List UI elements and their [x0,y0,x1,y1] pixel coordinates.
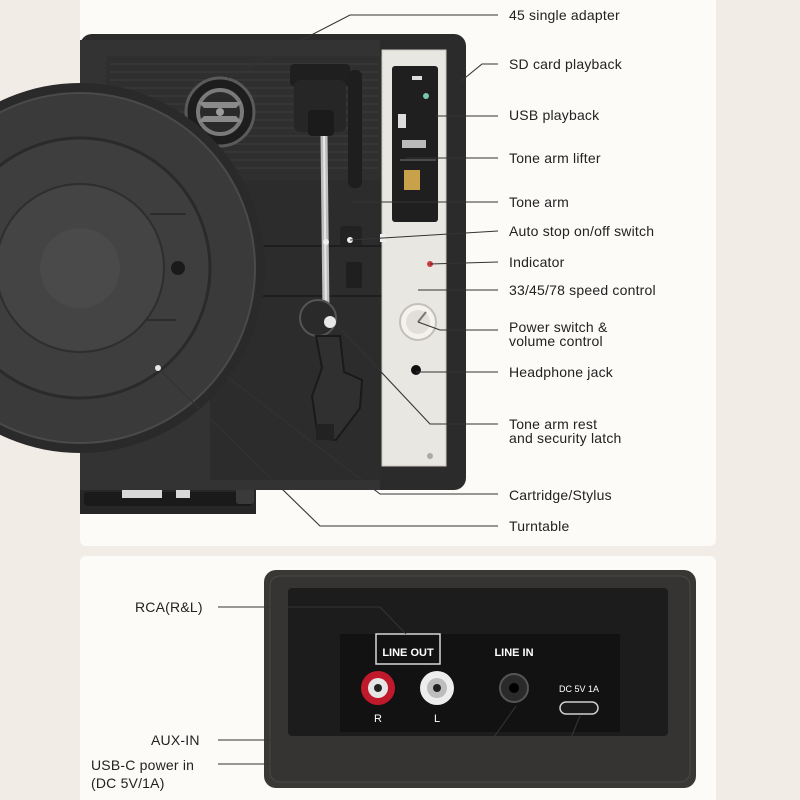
callout-auto-stop-switch: Auto stop on/off switch [509,223,655,239]
cartridge [310,335,364,442]
line-out-label: LINE OUT [382,647,434,659]
callout-cartridge-stylus: Cartridge/Stylus [509,487,612,503]
usb-c-port [559,701,599,715]
lifter-latch [340,226,362,288]
callout-usb-c-power: USB-C power in (DC 5V/1A) [91,756,194,792]
dc-label: DC 5V 1A [559,684,599,694]
adapter-45 [184,76,256,148]
top-leaders [159,14,499,527]
callout-headphone-jack: Headphone jack [509,364,613,380]
callout-sd-card-playback: SD card playback [509,56,622,72]
tone-arm [290,64,362,337]
callout-rest-line2: and security latch [509,430,622,446]
callout-rest-line1: Tone arm rest [509,416,598,432]
right-channel-label: R [374,713,382,725]
callout-tone-arm-lifter: Tone arm lifter [509,150,601,166]
callout-power-line2: volume control [509,333,603,349]
callout-usbc-line2: (DC 5V/1A) [91,775,165,791]
rca-jack-red [361,671,395,705]
back-panel-labels: LINE OUT LINE IN DC 5V 1A R L [374,647,599,725]
callout-power-volume: Power switch & volume control [509,320,608,348]
left-channel-label: L [434,713,440,725]
callout-rca: RCA(R&L) [135,599,203,615]
bottom-leaders [218,606,581,765]
callout-usbc-line1: USB-C power in [91,757,195,773]
back-panel [264,570,696,788]
callout-power-line1: Power switch & [509,319,608,335]
callout-turntable: Turntable [509,518,570,534]
callout-aux-in: AUX-IN [151,732,200,748]
aux-jack [499,673,529,703]
callout-45-single-adapter: 45 single adapter [509,7,620,23]
callout-usb-playback: USB playback [509,107,600,123]
callout-indicator: Indicator [509,254,565,270]
callout-speed-control: 33/45/78 speed control [509,282,656,298]
callout-tone-arm-rest: Tone arm rest and security latch [509,417,622,445]
rca-jack-white [420,671,454,705]
turntable-platter [0,83,265,453]
callout-tone-arm: Tone arm [509,194,569,210]
line-in-label: LINE IN [494,647,533,659]
control-plate [380,49,447,467]
